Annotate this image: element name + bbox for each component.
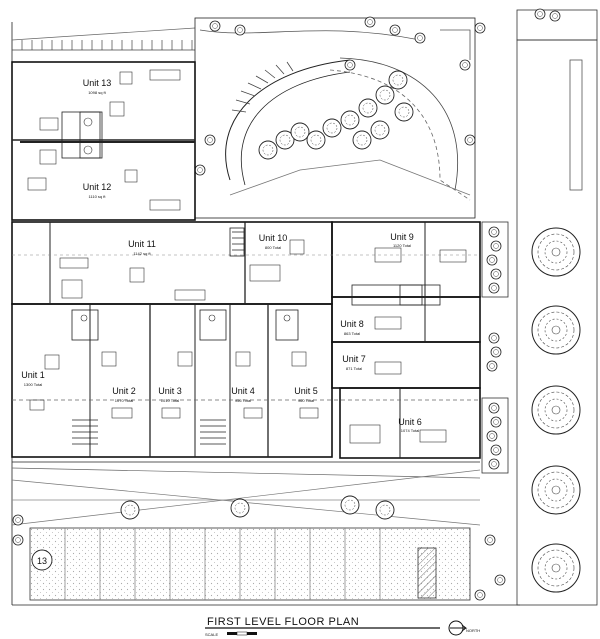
interior-partitions <box>12 139 480 458</box>
unit-9-name: Unit 9 <box>390 232 414 242</box>
unit-11-area: 1142 sq ft <box>133 251 151 256</box>
unit-4-label: Unit 4 956 Total <box>231 386 255 403</box>
unit-3-name: Unit 3 <box>158 386 182 396</box>
unit-9-label: Unit 9 1120 Total <box>390 232 414 248</box>
unit-2-label: Unit 2 1070 Total <box>112 386 136 403</box>
site-boundary <box>11 9 598 606</box>
fence-top <box>11 27 196 51</box>
unit-6-area: 1074 Total <box>401 428 419 433</box>
unit-13-area: 1098 sq ft <box>88 90 106 95</box>
north-label: NORTH <box>466 628 480 633</box>
courtyard-planting <box>194 8 561 176</box>
unit-12-area: 1110 sq ft <box>89 194 107 199</box>
unit-1-label: Unit 1 1300 Total <box>21 370 45 387</box>
fixtures <box>27 69 467 444</box>
unit-1-name: Unit 1 <box>21 370 45 380</box>
plan-title: FIRST LEVEL FLOOR PLAN <box>207 616 359 628</box>
unit-11-label: Unit 11 1142 sq ft <box>128 239 156 256</box>
unit-4-name: Unit 4 <box>231 386 255 396</box>
street-trees <box>531 227 581 593</box>
north-arrow-icon: NORTH <box>448 620 480 636</box>
courtyard <box>194 17 476 219</box>
unit-3-area: 1010 Total <box>161 398 179 403</box>
unit-5-name: Unit 5 <box>294 386 318 396</box>
south-yard <box>11 461 481 526</box>
unit-13-label: Unit 13 1098 sq ft <box>83 78 112 95</box>
unit-6-name: Unit 6 <box>398 417 422 427</box>
scale-label: SCALE <box>205 632 218 637</box>
unit-9-area: 1120 Total <box>393 243 411 248</box>
stairs-and-cores <box>20 111 441 445</box>
unit-8-name: Unit 8 <box>340 319 364 329</box>
unit-6-label: Unit 6 1074 Total <box>398 417 422 433</box>
unit-labels: Unit 13 1098 sq ft Unit 12 1110 sq ft Un… <box>21 78 422 433</box>
unit-7-area: 871 Total <box>346 366 362 371</box>
unit-12-label: Unit 12 1110 sq ft <box>83 182 112 199</box>
unit-1-area: 1300 Total <box>24 382 42 387</box>
unit-13-name: Unit 13 <box>83 78 112 88</box>
unit-5-label: Unit 5 960 Total <box>294 386 318 403</box>
unit-8-label: Unit 8 863 Total <box>340 319 364 336</box>
unit-10-area: 800 Total <box>265 245 281 250</box>
unit-10-name: Unit 10 <box>259 233 288 243</box>
parking-number-marker <box>31 549 53 571</box>
scale-bar <box>227 631 257 636</box>
unit-10-label: Unit 10 800 Total <box>259 233 288 250</box>
title-block: FIRST LEVEL FLOOR PLAN SCALE NORTH <box>205 616 480 637</box>
unit-3-label: Unit 3 1010 Total <box>158 386 182 403</box>
parking-number: 13 <box>37 556 47 566</box>
parking-lot: 13 <box>29 527 471 601</box>
unit-11-name: Unit 11 <box>128 239 156 249</box>
east-planting <box>481 221 509 474</box>
unit-7-label: Unit 7 871 Total <box>342 354 366 371</box>
unit-5-area: 960 Total <box>298 398 314 403</box>
unit-8-area: 863 Total <box>344 331 360 336</box>
unit-2-area: 1070 Total <box>115 398 133 403</box>
unit-12-name: Unit 12 <box>83 182 112 192</box>
unit-2-name: Unit 2 <box>112 386 136 396</box>
unit-4-area: 956 Total <box>235 398 251 403</box>
unit-7-name: Unit 7 <box>342 354 366 364</box>
